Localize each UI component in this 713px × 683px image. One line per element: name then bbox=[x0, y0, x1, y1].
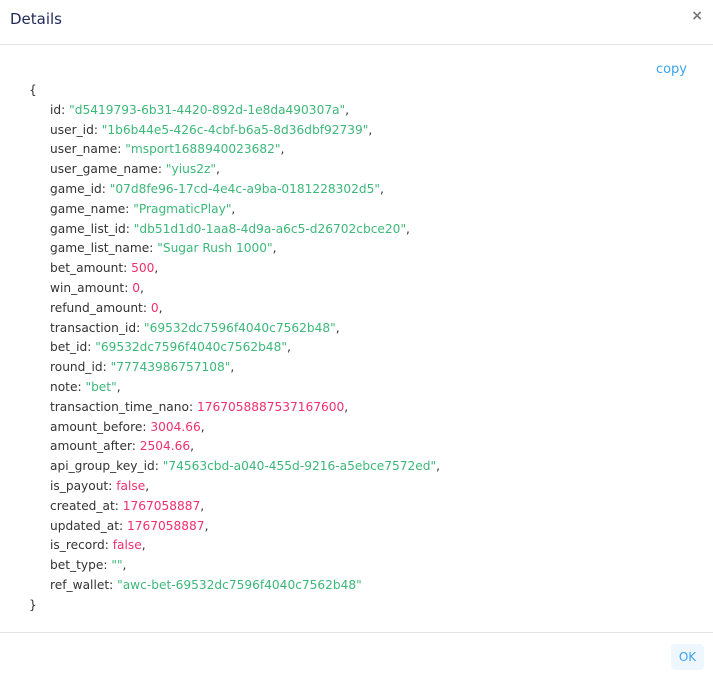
json-value: d5419793-6b31-4420-892d-1e8da490307a bbox=[69, 103, 345, 117]
json-field-game-name: game_name: PragmaticPlay, bbox=[29, 200, 440, 220]
json-field-amount-before: amount_before: 3004.66, bbox=[50, 419, 205, 434]
json-field-game-list-name: game_list_name: Sugar Rush 1000, bbox=[29, 239, 440, 259]
json-key: bet_amount bbox=[50, 261, 124, 276]
json-key: refund_amount bbox=[50, 300, 143, 315]
dialog-title: Details bbox=[10, 10, 63, 28]
json-key: game_list_id bbox=[50, 221, 126, 236]
json-field-api-group-key-id: api_group_key_id: 74563cbd-a040-455d-921… bbox=[29, 457, 440, 477]
json-value: bet bbox=[85, 380, 116, 394]
json-key: win_amount bbox=[50, 280, 125, 295]
dialog-header: Details × bbox=[0, 0, 713, 45]
json-field-ref-wallet: ref_wallet: awc-bet-69532dc7596f4040c756… bbox=[29, 576, 440, 596]
json-key: transaction_time_nano bbox=[50, 399, 189, 414]
json-key: game_name bbox=[50, 201, 126, 216]
json-value: db51d1d0-1aa8-4d9a-a6c5-d26702cbce20 bbox=[134, 222, 406, 236]
json-field-user-game-name: user_game_name: yius2z, bbox=[29, 160, 440, 180]
json-key: is_record bbox=[50, 538, 105, 553]
json-value: 0 bbox=[150, 300, 159, 315]
json-field-is-payout: is_payout: false, bbox=[50, 478, 150, 493]
json-field-id: id: d5419793-6b31-4420-892d-1e8da490307a… bbox=[29, 101, 440, 121]
json-value: 0 bbox=[132, 280, 140, 295]
json-value: Sugar Rush 1000 bbox=[157, 241, 272, 255]
json-field-transaction-time-nano: transaction_time_nano: 17670588875371676… bbox=[50, 399, 349, 414]
json-field-amount-after: amount_after: 2504.66, bbox=[50, 439, 195, 454]
json-key: user_game_name bbox=[50, 162, 158, 177]
dialog-footer: OK bbox=[0, 632, 713, 683]
json-key: game_list_name bbox=[50, 241, 150, 256]
json-value: 500 bbox=[131, 261, 155, 276]
json-value: 3004.66 bbox=[150, 419, 201, 434]
json-key: is_payout bbox=[50, 478, 109, 493]
json-close-brace: } bbox=[29, 597, 37, 612]
json-value: 2504.66 bbox=[139, 439, 191, 454]
json-field-user-name: user_name: msport1688940023682, bbox=[29, 140, 440, 160]
json-value: false bbox=[112, 538, 142, 553]
json-value: awc-bet-69532dc7596f4040c7562b48 bbox=[117, 578, 362, 592]
json-key: amount_before bbox=[50, 419, 143, 434]
json-key: created_at bbox=[50, 498, 115, 513]
close-icon[interactable]: × bbox=[691, 8, 703, 24]
json-field-user-id: user_id: 1b6b44e5-426c-4cbf-b6a5-8d36dbf… bbox=[29, 121, 440, 141]
json-viewer: { id: d5419793-6b31-4420-892d-1e8da49030… bbox=[29, 81, 440, 616]
copy-button[interactable]: copy bbox=[655, 62, 687, 77]
json-field-created-at: created_at: 1767058887, bbox=[50, 498, 205, 513]
json-key: transaction_id bbox=[50, 320, 137, 335]
json-value: 1767058887 bbox=[122, 498, 201, 513]
json-key: bet_id bbox=[50, 340, 88, 355]
json-field-is-record: is_record: false, bbox=[50, 538, 146, 553]
json-field-game-id: game_id: 07d8fe96-17cd-4e4c-a9ba-0181228… bbox=[29, 180, 440, 200]
json-field-bet-amount: bet_amount: 500, bbox=[50, 261, 159, 276]
json-value: 1767058887537167600 bbox=[196, 399, 345, 414]
json-value: 69532dc7596f4040c7562b48 bbox=[95, 340, 287, 354]
json-key: user_id bbox=[50, 122, 94, 137]
json-key: bet_type bbox=[50, 558, 104, 573]
json-key: note bbox=[50, 379, 78, 394]
json-key: api_group_key_id bbox=[50, 459, 155, 474]
json-key: updated_at bbox=[50, 518, 120, 533]
json-value: 77743986757108 bbox=[111, 360, 231, 374]
json-field-note: note: bet, bbox=[29, 378, 440, 398]
json-field-round-id: round_id: 77743986757108, bbox=[29, 358, 440, 378]
json-key: id bbox=[50, 102, 62, 117]
json-field-transaction-id: transaction_id: 69532dc7596f4040c7562b48… bbox=[29, 319, 440, 339]
json-field-updated-at: updated_at: 1767058887, bbox=[50, 518, 209, 533]
json-value: msport1688940023682 bbox=[125, 142, 280, 156]
json-key: game_id bbox=[50, 181, 102, 196]
json-value: 1767058887 bbox=[127, 518, 205, 533]
json-field-win-amount: win_amount: 0, bbox=[50, 280, 144, 295]
json-value: PragmaticPlay bbox=[133, 202, 231, 216]
json-open-brace: { bbox=[29, 83, 37, 97]
json-field-refund-amount: refund_amount: 0, bbox=[50, 300, 163, 315]
json-value bbox=[111, 558, 122, 572]
json-key: round_id bbox=[50, 360, 103, 375]
json-field-bet-type: bet_type: , bbox=[29, 556, 440, 576]
json-value: 69532dc7596f4040c7562b48 bbox=[144, 321, 336, 335]
json-value: 1b6b44e5-426c-4cbf-b6a5-8d36dbf92739 bbox=[102, 123, 369, 137]
json-field-game-list-id: game_list_id: db51d1d0-1aa8-4d9a-a6c5-d2… bbox=[29, 220, 440, 240]
json-key: ref_wallet bbox=[50, 577, 110, 592]
json-key: amount_after bbox=[50, 439, 132, 454]
ok-button[interactable]: OK bbox=[671, 644, 704, 670]
json-value: 07d8fe96-17cd-4e4c-a9ba-0181228302d5 bbox=[110, 182, 380, 196]
json-field-bet-id: bet_id: 69532dc7596f4040c7562b48, bbox=[29, 338, 440, 358]
json-value: yius2z bbox=[166, 162, 216, 176]
json-key: user_name bbox=[50, 142, 118, 157]
json-value: 74563cbd-a040-455d-9216-a5ebce7572ed bbox=[163, 459, 436, 473]
json-value: false bbox=[116, 478, 146, 493]
